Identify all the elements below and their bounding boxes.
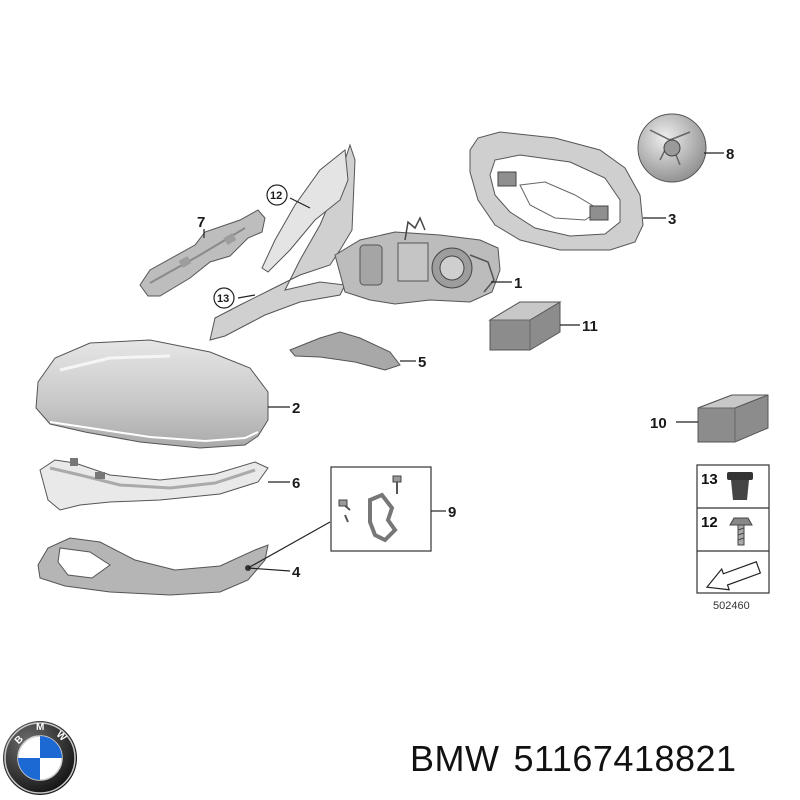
part-6-turn-signal-strip <box>39 458 269 511</box>
callout-13-circle <box>213 287 235 309</box>
part-11-mirror-glass <box>488 301 562 351</box>
callout-12: 12 <box>270 190 282 202</box>
screw-icon <box>729 517 753 546</box>
callout-2: 2 <box>292 400 300 417</box>
callout-5: 5 <box>418 354 426 371</box>
bmw-logo: B M W <box>3 721 77 795</box>
callout-7: 7 <box>197 214 205 231</box>
callout-4: 4 <box>292 564 301 581</box>
callout-1: 1 <box>514 275 522 292</box>
legend-number-13: 13 <box>701 471 718 488</box>
part-2-mirror-cap <box>35 339 269 449</box>
svg-text:M: M <box>36 722 44 733</box>
callouts: 1 2 3 4 5 6 7 8 9 10 11 12 13 <box>197 146 734 581</box>
part-3-mirror-frame <box>469 131 644 251</box>
footer-part-label: BMW 51167418821 <box>410 738 751 780</box>
part-4-lower-cover <box>37 537 269 596</box>
part-5-trim-cover <box>289 331 401 371</box>
callout-9: 9 <box>448 504 456 521</box>
part-10-glass-block <box>697 394 769 443</box>
direction-arrow-icon <box>705 561 762 591</box>
callout-8: 8 <box>726 146 734 163</box>
leader-lines <box>203 152 724 572</box>
part-9-clip-kit <box>330 466 432 552</box>
part-8-adjuster-motor <box>637 113 707 183</box>
diagram-number: 502460 <box>713 600 750 612</box>
callout-12-circle <box>266 184 288 206</box>
part-1-mirror-base <box>209 143 501 341</box>
callout-13: 13 <box>217 293 229 305</box>
callout-10: 10 <box>650 415 667 432</box>
fastener-legend: 13 12 502460 <box>696 464 770 612</box>
callout-11: 11 <box>582 318 598 335</box>
part-7-bracket <box>139 209 266 297</box>
footer-part-number: 51167418821 <box>513 738 737 779</box>
callout-3: 3 <box>668 211 676 228</box>
grommet-icon <box>727 472 753 500</box>
legend-number-12: 12 <box>701 514 718 531</box>
callout-6: 6 <box>292 475 300 492</box>
footer-brand: BMW <box>410 738 500 779</box>
